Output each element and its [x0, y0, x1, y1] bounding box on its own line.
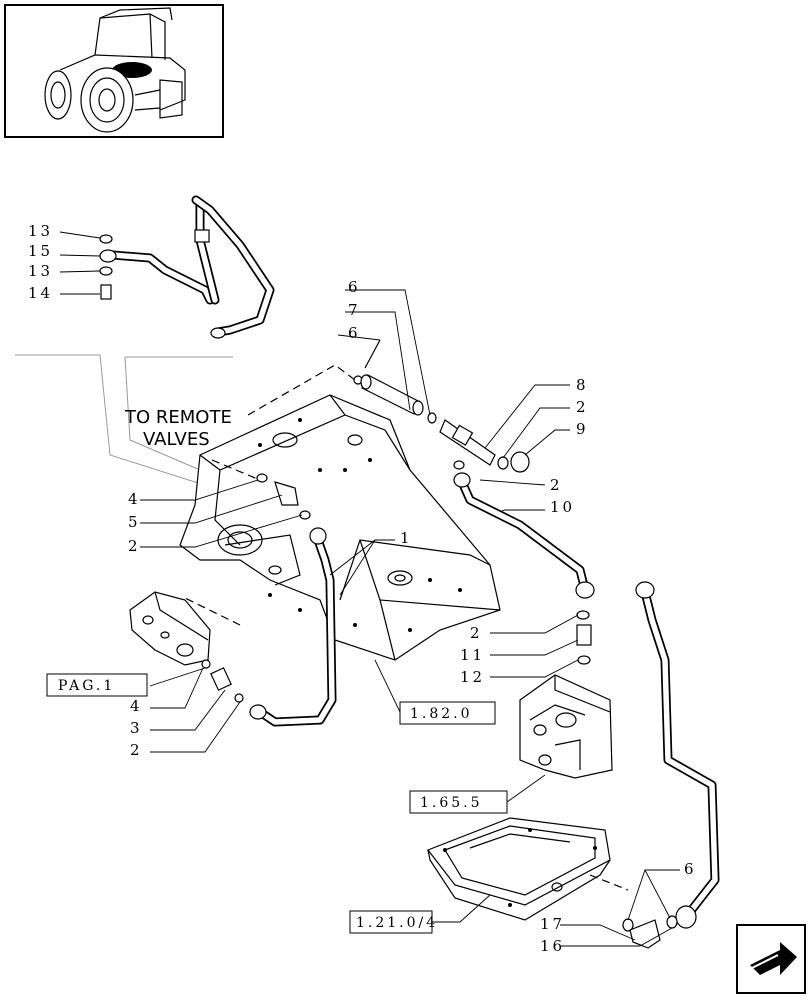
- transmission-housing: [179, 394, 501, 661]
- tractor-icon: [44, 7, 186, 133]
- callout-line-1: TO REMOTE: [124, 407, 232, 428]
- top-left-pipe-assembly: 13 15 13 14: [28, 195, 275, 339]
- ref-box-1820[interactable]: 1.82.0: [374, 659, 496, 725]
- washer-13-bottom: [99, 266, 113, 276]
- label-2-c: 2: [470, 624, 483, 642]
- label-7: 7: [348, 301, 361, 319]
- label-11: 11: [460, 646, 485, 664]
- label-2-d: 2: [128, 537, 141, 555]
- next-arrow-icon: [750, 942, 797, 975]
- label-2-a: 2: [576, 398, 589, 416]
- valve-block-1655: [519, 674, 613, 779]
- label-13-a: 13: [28, 222, 53, 240]
- label-6-b: 6: [348, 324, 361, 342]
- label-10: 10: [550, 498, 575, 516]
- oil-pan: [427, 817, 611, 921]
- pipe-1: 1: [249, 527, 413, 727]
- remote-valves-callout: TO REMOTE VALVES: [124, 407, 232, 450]
- label-4-a: 4: [128, 490, 141, 508]
- bottom-fittings: 6 17 16: [540, 860, 697, 955]
- label-3: 3: [130, 719, 143, 737]
- lower-left-valve-block: 4 3 2: [129, 591, 244, 759]
- banjo-fitting-15: [99, 249, 117, 263]
- label-8: 8: [576, 376, 589, 394]
- label-2-b: 2: [550, 476, 563, 494]
- washer-13-top: [99, 234, 113, 244]
- ref-1655-text: 1.65.5: [420, 795, 483, 811]
- ref-pag1-text: PAG.1: [58, 678, 115, 694]
- left-mid-fittings: 4 5 2: [128, 473, 311, 555]
- label-16: 16: [540, 937, 565, 955]
- label-9: 9: [576, 420, 589, 438]
- label-15: 15: [28, 242, 53, 260]
- label-17: 17: [540, 915, 565, 933]
- tractor-thumbnail[interactable]: [4, 4, 224, 138]
- label-4-b: 4: [130, 697, 143, 715]
- long-right-pipe: [635, 581, 720, 929]
- ref-box-pag1[interactable]: PAG.1: [46, 673, 148, 697]
- ref-1820-text: 1.82.0: [410, 706, 473, 722]
- lower-mid-fittings: 2 11 12: [460, 610, 592, 686]
- label-14: 14: [28, 284, 53, 302]
- callout-line-2: VALVES: [143, 429, 210, 450]
- label-12: 12: [460, 668, 485, 686]
- label-1: 1: [400, 529, 413, 547]
- banjo-bolt-14: [100, 284, 112, 300]
- label-5: 5: [128, 513, 141, 531]
- label-2-e: 2: [130, 741, 143, 759]
- label-13-b: 13: [28, 262, 53, 280]
- upper-right-labels: 8 2 9 2 10: [479, 376, 589, 516]
- ref-1210-text: 1.21.0/4: [356, 915, 438, 931]
- reference-lines: [15, 354, 233, 491]
- upper-center-fittings: 6 7 6: [337, 278, 530, 473]
- label-6-c: 6: [684, 860, 697, 878]
- pipe-10: [453, 472, 595, 599]
- ref-box-1210[interactable]: 1.21.0/4: [349, 894, 491, 934]
- next-page-button[interactable]: [736, 924, 806, 994]
- label-6-a: 6: [348, 278, 361, 296]
- ref-box-1655[interactable]: 1.65.5: [409, 774, 546, 814]
